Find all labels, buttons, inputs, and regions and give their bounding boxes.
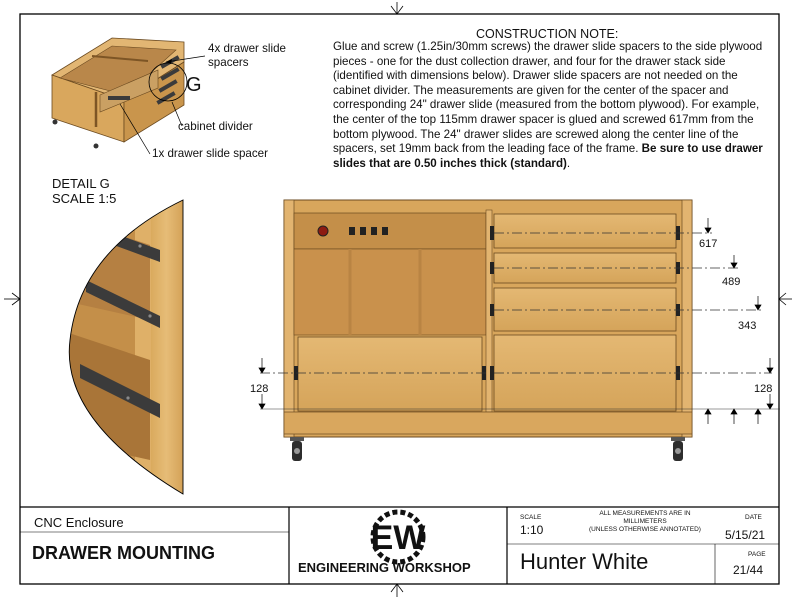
dim-128-right: 128 — [754, 383, 773, 395]
dim-343: 343 — [738, 320, 757, 332]
tb-logo-text: ENGINEERING WORKSHOP — [298, 560, 471, 575]
detail-g-view — [69, 200, 183, 494]
dim-617: 617 — [699, 238, 718, 250]
detail-title-line1: DETAIL G — [52, 176, 110, 191]
note-body-plain: Glue and screw (1.25in/30mm screws) the … — [333, 40, 763, 156]
note-body-bold: Be sure to use drawer slides that are 0.… — [333, 142, 763, 170]
tb-units-line2: (UNLESS OTHERWISE ANNOTATED) — [589, 526, 701, 533]
tb-units-note: ALL MEASUREMENTS ARE IN MILLIMETERS (UNL… — [580, 510, 710, 534]
tb-date-value: 5/15/21 — [725, 528, 766, 542]
callout-4x-line2: spacers — [208, 56, 249, 69]
tb-project: CNC Enclosure — [34, 515, 124, 530]
dim-489: 489 — [722, 276, 741, 288]
detail-title-line2: SCALE 1:5 — [52, 191, 117, 206]
callout-detail-letter: G — [186, 74, 202, 96]
construction-note-title: CONSTRUCTION NOTE: — [476, 27, 619, 41]
construction-note-body: Glue and screw (1.25in/30mm screws) the … — [333, 40, 763, 171]
front-view-cabinet — [260, 199, 780, 461]
tb-page-value: 21/44 — [733, 563, 764, 577]
iso-cabinet — [51, 37, 206, 155]
tb-author: Hunter White — [520, 549, 649, 574]
callout-cabinet-divider: cabinet divider — [178, 120, 253, 133]
svg-text:EW: EW — [371, 519, 427, 557]
callout-4x-spacers: 4x drawer slide spacers — [208, 42, 286, 70]
title-block-frame — [20, 506, 779, 584]
note-body-end: . — [566, 156, 571, 170]
dimension-lines — [258, 218, 774, 424]
detail-title: DETAIL G SCALE 1:5 — [52, 176, 116, 206]
tb-sheet-title: DRAWER MOUNTING — [32, 543, 215, 563]
tb-scale-value: 1:10 — [520, 523, 544, 537]
logo-mark: EW — [370, 509, 427, 565]
tb-date-label: DATE — [745, 514, 762, 521]
callout-1x-spacer: 1x drawer slide spacer — [152, 147, 268, 160]
tb-units-line1: ALL MEASUREMENTS ARE IN MILLIMETERS — [599, 510, 691, 525]
callout-4x-line1: 4x drawer slide — [208, 42, 286, 55]
tb-scale-label: SCALE — [520, 514, 542, 521]
tb-page-label: PAGE — [748, 551, 766, 558]
dim-128-left: 128 — [250, 383, 269, 395]
zone-marks — [4, 2, 792, 597]
